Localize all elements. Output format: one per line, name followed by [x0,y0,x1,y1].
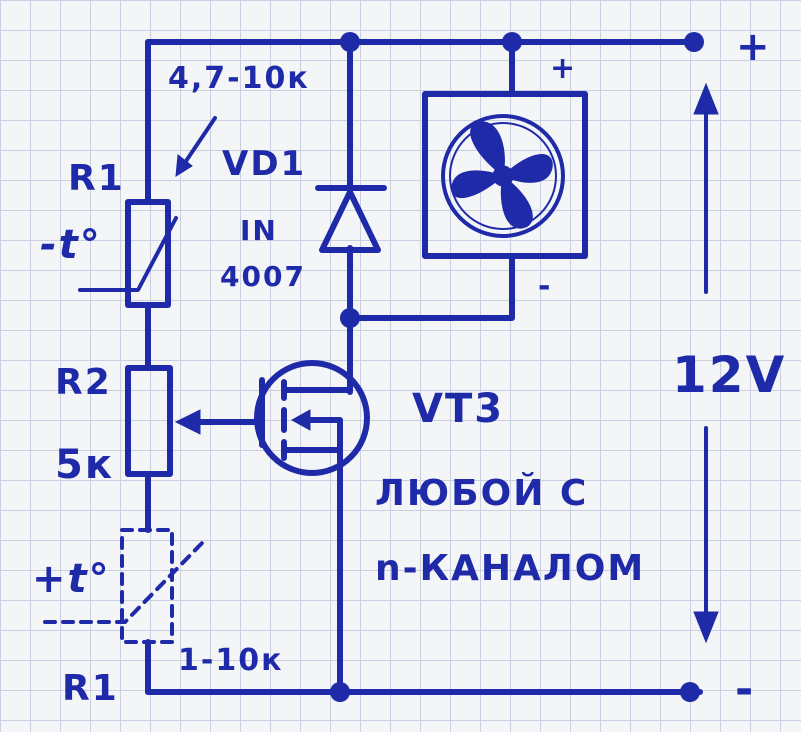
r1-bottom-value-label: 1-10к [178,643,283,678]
vt3-name-label: VT3 [412,386,504,432]
fan-frame [422,91,588,259]
wiper-arrowhead [174,409,201,435]
value-pointer-arrowhead [175,154,193,177]
channel-arrow [290,409,311,431]
vd1-name-label: VD1 [222,144,306,184]
mosfet-icon [254,360,370,476]
fan [422,91,588,259]
diode-icon [319,189,381,253]
mosfet-vt3 [254,360,370,476]
voltage-arrowhead-down [693,611,719,644]
wires [145,39,703,695]
vt3-note-line1: ЛЮБОЙ С [375,472,588,514]
thermistor-slash [78,216,178,292]
potentiometer-icon [125,365,173,477]
junction-top-diode [340,32,360,52]
junction-top-fan [502,32,522,52]
thermistor-icon [125,199,171,308]
diode-vd1 [315,185,387,253]
drain-node-wire [347,255,515,321]
terminal-plus [684,32,704,52]
r1-top-temp-label: -t° [40,222,102,268]
r1-bottom-temp-label: +t° [32,556,111,602]
terminal-minus [680,682,700,702]
supply-minus-label: - [735,664,755,715]
thermistor-slash [43,538,207,624]
potentiometer-r2 [125,365,201,477]
vd1-part-line1: IN [240,214,278,247]
voltage-arrowhead-up [693,82,719,115]
thermistor-r1-top [78,116,217,308]
fan-plus-label: + [550,51,577,86]
r1-bottom-name-label: R1 [62,668,119,709]
voltage-label: 12V [672,346,786,404]
junction-bottom-source [330,682,350,702]
junction-drain [340,308,360,328]
r2-name-label: R2 [55,362,112,403]
vt3-note-line2: n-КАНАЛОМ [375,548,645,589]
fan-minus-label: - [538,269,552,304]
voltage-arrow [693,82,719,644]
r2-value-label: 5к [55,442,114,488]
junctions [330,32,704,702]
fan-icon [441,114,565,238]
supply-plus-label: + [736,24,772,70]
thermistor-icon [120,528,174,644]
r1-top-value-label: 4,7-10к [168,61,310,96]
source-connection [281,417,343,453]
r1-top-name-label: R1 [68,158,125,199]
vd1-part-line2: 4007 [220,260,306,293]
thermistor-r1-bottom [43,528,207,644]
